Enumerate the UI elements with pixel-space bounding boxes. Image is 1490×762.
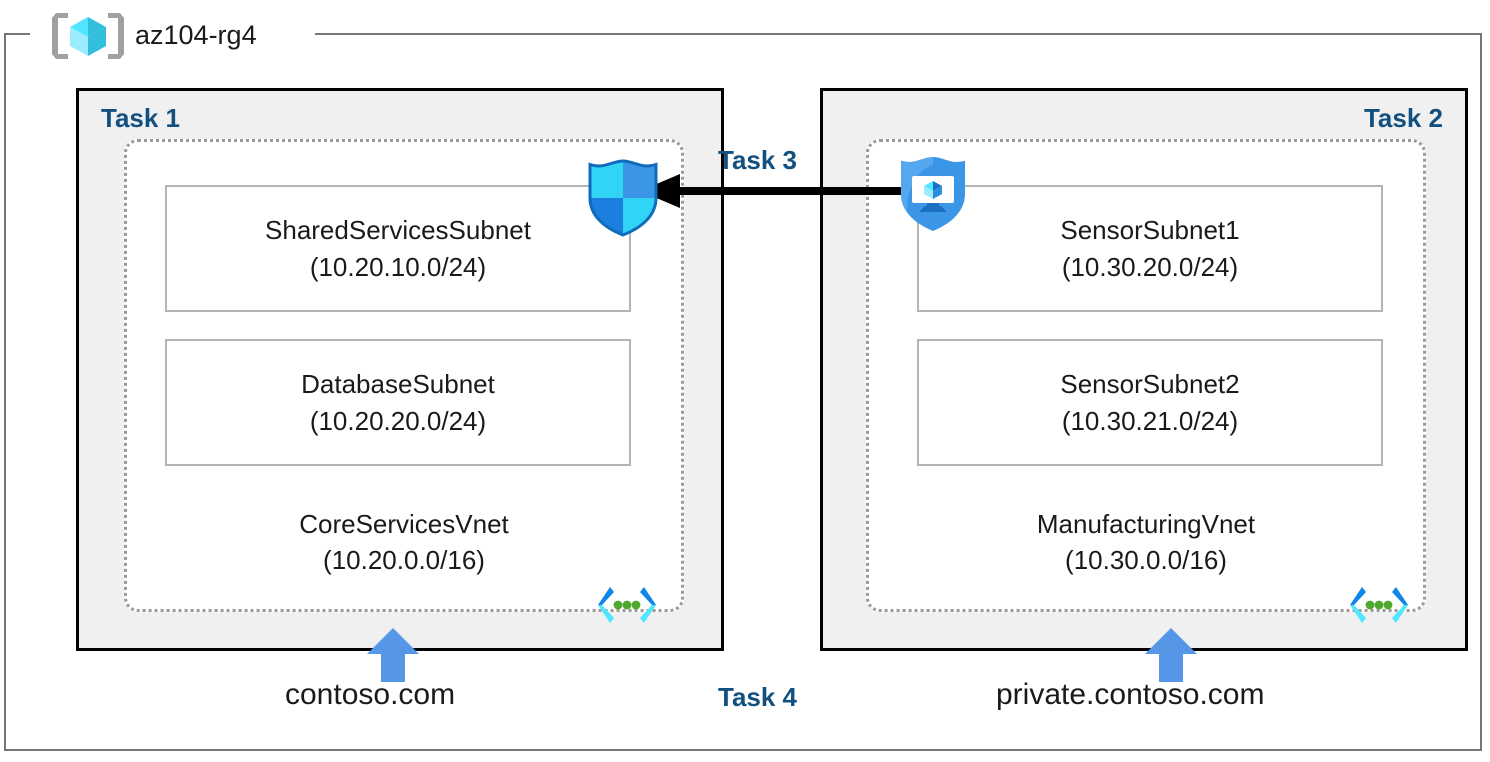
dns-zone-contoso: contoso.com — [285, 678, 456, 711]
core-services-vnet-name: CoreServicesVnet — [299, 509, 509, 539]
subnet-shared-services: SharedServicesSubnet (10.20.10.0/24) — [165, 185, 631, 312]
manufacturing-vnet-cidr: (10.30.0.0/16) — [1065, 545, 1227, 575]
vnet-chevron-dots-icon — [1346, 583, 1412, 627]
manufacturing-vnet-name: ManufacturingVnet — [1036, 509, 1256, 539]
subnet-sensor-2: SensorSubnet2 (10.30.21.0/24) — [917, 339, 1383, 466]
task-2-label: Task 2 — [1363, 103, 1443, 133]
subnet-sensor-1-cidr: (10.30.20.0/24) — [1061, 251, 1239, 282]
core-services-vnet-caption: CoreServicesVnet (10.20.0.0/16) — [127, 506, 681, 578]
dns-link-arrow-icon-left — [367, 628, 419, 682]
azure-firewall-shield-icon — [585, 158, 661, 238]
subnet-database-cidr: (10.20.20.0/24) — [309, 405, 487, 436]
azure-resource-group-cube-icon — [46, 10, 130, 62]
left-arrow-icon — [640, 170, 912, 212]
dns-zone-private-contoso: private.contoso.com — [996, 678, 1265, 711]
task-4-label: Task 4 — [718, 682, 798, 712]
subnet-sensor-1-name: SensorSubnet1 — [1060, 214, 1240, 245]
task-3-label: Task 3 — [718, 145, 798, 175]
subnet-database: DatabaseSubnet (10.20.20.0/24) — [165, 339, 631, 466]
subnet-sensor-1: SensorSubnet1 (10.30.20.0/24) — [917, 185, 1383, 312]
subnet-shared-services-name: SharedServicesSubnet — [265, 214, 531, 245]
dns-link-arrow-icon-right — [1145, 628, 1197, 682]
resource-group-container — [4, 33, 1482, 751]
manufacturing-vnet-caption: ManufacturingVnet (10.30.0.0/16) — [869, 506, 1423, 578]
subnet-sensor-2-name: SensorSubnet2 — [1060, 368, 1240, 399]
core-services-vnet-cidr: (10.20.0.0/16) — [323, 545, 485, 575]
resource-group-name: az104-rg4 — [135, 20, 257, 50]
subnet-sensor-2-cidr: (10.30.21.0/24) — [1061, 405, 1239, 436]
subnet-database-name: DatabaseSubnet — [301, 368, 495, 399]
task-1-label: Task 1 — [101, 103, 181, 133]
vnet-chevron-dots-icon — [594, 583, 660, 627]
subnet-shared-services-cidr: (10.20.10.0/24) — [309, 251, 487, 282]
protected-virtual-machine-shield-icon — [897, 155, 969, 235]
